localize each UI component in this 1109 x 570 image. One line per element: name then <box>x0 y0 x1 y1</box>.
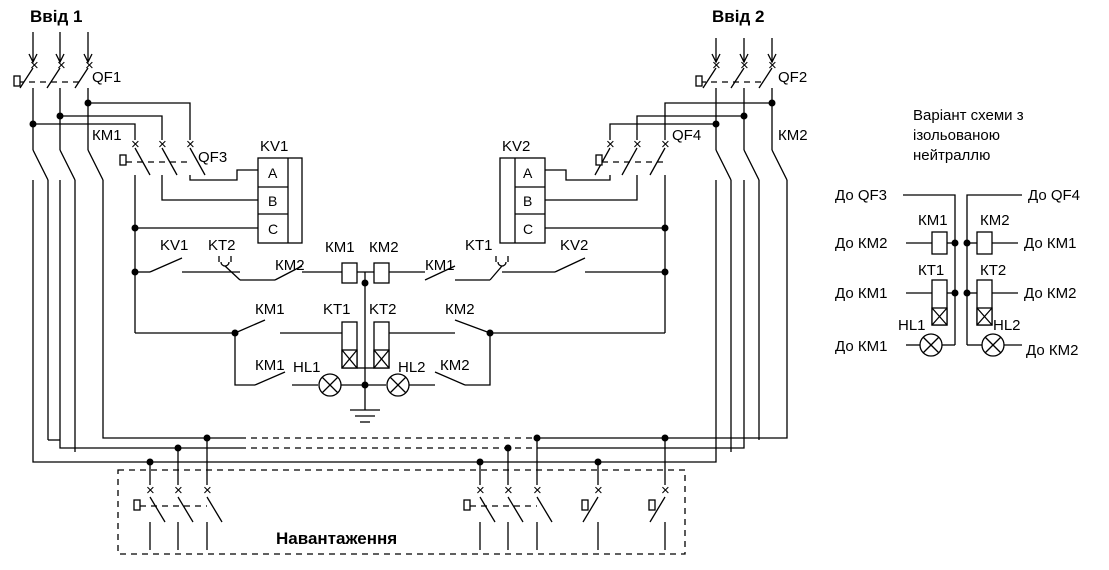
svg-text:×: × <box>476 482 485 499</box>
variant-to-km1-b: До КМ1 <box>835 285 887 302</box>
kv1-phase-c: C <box>268 221 278 237</box>
isolated-neutral-variant: Варіант схеми з ізольованою нейтраллю До… <box>835 107 1080 359</box>
input-2-label: Ввід 2 <box>712 7 764 26</box>
svg-text:×: × <box>533 482 542 499</box>
load-area: Навантаження × × × × × × × × <box>117 438 686 555</box>
km2-coil-label: КМ2 <box>369 239 399 256</box>
load-label: Навантаження <box>276 529 397 548</box>
svg-text:×: × <box>158 136 167 153</box>
kv1-label: KV1 <box>260 138 288 155</box>
qf2-breaker: × × × QF2 <box>695 57 807 89</box>
kv2-contact-label: KV2 <box>560 237 588 254</box>
qf2-label: QF2 <box>778 69 807 86</box>
km1-contact-label-4: КМ1 <box>255 357 285 374</box>
km2-main-contacts: КМ2 <box>715 127 808 181</box>
control-circuit: KV1 KT2 КМ2 КМ1 КМ2 КМ1 KT1 KV2 <box>131 224 669 423</box>
svg-text:×: × <box>186 136 195 153</box>
kv2-label: KV2 <box>502 138 530 155</box>
qf1-label: QF1 <box>92 69 121 86</box>
svg-text:×: × <box>504 482 513 499</box>
variant-hl1-label: HL1 <box>898 317 926 334</box>
variant-title-line-2: ізольованою <box>913 127 1000 144</box>
variant-kt1-label: КТ1 <box>918 262 944 279</box>
svg-text:×: × <box>85 57 94 74</box>
svg-text:×: × <box>131 136 140 153</box>
kv1-contact-label: KV1 <box>160 237 188 254</box>
svg-text:×: × <box>174 482 183 499</box>
svg-text:×: × <box>606 136 615 153</box>
variant-to-km1-a: До КМ1 <box>1024 235 1076 252</box>
qf3-breaker: × × × QF3 <box>119 136 227 176</box>
hl1-lamp <box>318 373 342 397</box>
km1-main-contacts: КМ1 <box>32 127 122 181</box>
svg-text:×: × <box>768 57 777 74</box>
kv2-phase-a: A <box>523 165 533 181</box>
qf1-breaker: × × × QF1 <box>13 57 121 89</box>
variant-kt2-label: КТ2 <box>980 262 1006 279</box>
svg-text:×: × <box>30 57 39 74</box>
qf4-label: QF4 <box>672 127 701 144</box>
qf4-breaker: × × × QF4 <box>594 127 701 176</box>
km2-contact-label-2: КМ2 <box>445 301 475 318</box>
kv1-relay: KV1 A B C <box>257 138 303 244</box>
hl2-label: HL2 <box>398 359 426 376</box>
km2-main-label: КМ2 <box>778 127 808 144</box>
kv1-phase-a: A <box>268 165 278 181</box>
svg-text:×: × <box>633 136 642 153</box>
km1-main-label: КМ1 <box>92 127 122 144</box>
qf3-label: QF3 <box>198 149 227 166</box>
svg-text:×: × <box>203 482 212 499</box>
svg-text:×: × <box>661 136 670 153</box>
svg-text:×: × <box>57 57 66 74</box>
variant-km2-label: КМ2 <box>980 212 1010 229</box>
svg-text:×: × <box>712 57 721 74</box>
variant-to-qf3: До QF3 <box>835 187 887 204</box>
variant-to-km1-c: До КМ1 <box>835 338 887 355</box>
hl2-lamp <box>386 373 410 397</box>
km2-contact-label-1: КМ2 <box>275 257 305 274</box>
kt2-contact-label: KT2 <box>208 237 236 254</box>
variant-km1-label: КМ1 <box>918 212 948 229</box>
variant-to-km2-a: До КМ2 <box>835 235 887 252</box>
variant-title-line-1: Варіант схеми з <box>913 107 1024 124</box>
kv2-phase-c: C <box>523 221 533 237</box>
variant-to-km2-c: До КМ2 <box>1026 342 1078 359</box>
hl1-label: HL1 <box>293 359 321 376</box>
kt1-contact-label: KT1 <box>465 237 493 254</box>
km2-contact-label-3: КМ2 <box>440 357 470 374</box>
input-1-feeder: Ввід 1 × × × QF1 КМ1 × × × <box>13 7 258 452</box>
kt1-coil-label: KT1 <box>323 301 351 318</box>
variant-hl2-label: HL2 <box>993 317 1021 334</box>
svg-text:×: × <box>146 482 155 499</box>
input-2-feeder: Ввід 2 × × × QF2 КМ2 × × × QF4 <box>540 7 808 452</box>
kv2-relay: KV2 A B C <box>499 138 546 244</box>
kt2-coil-label: KT2 <box>369 301 397 318</box>
variant-title-line-3: нейтраллю <box>913 147 990 164</box>
variant-to-qf4: До QF4 <box>1028 187 1080 204</box>
km1-contact-label-3: КМ1 <box>255 301 285 318</box>
kv2-phase-b: B <box>523 193 532 209</box>
svg-text:×: × <box>594 482 603 499</box>
variant-to-km2-b: До КМ2 <box>1024 285 1076 302</box>
kv1-phase-b: B <box>268 193 277 209</box>
input-1-label: Ввід 1 <box>30 7 82 26</box>
svg-text:×: × <box>661 482 670 499</box>
km1-coil-label: КМ1 <box>325 239 355 256</box>
svg-text:×: × <box>740 57 749 74</box>
km1-contact-label-2: КМ1 <box>425 257 455 274</box>
